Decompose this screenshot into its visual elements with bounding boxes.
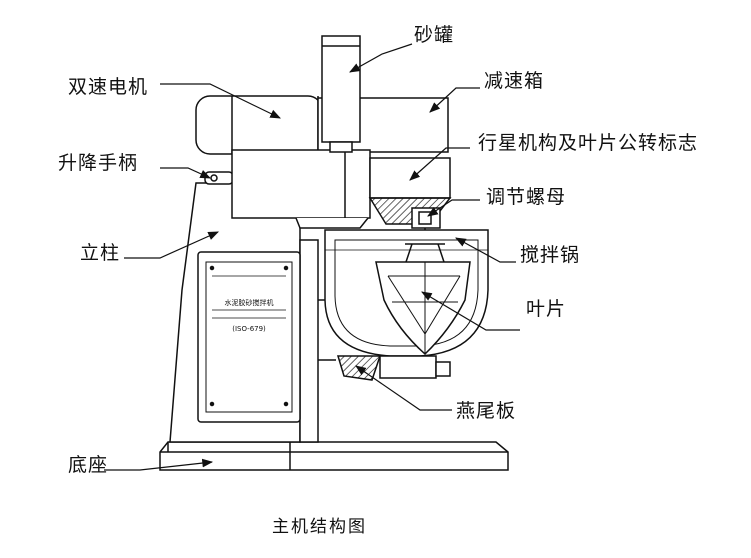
gearbox: [231, 97, 451, 229]
label-dovetail-plate: 燕尾板: [456, 400, 517, 422]
label-mixing-bowl: 搅拌锅: [520, 244, 581, 266]
leader-blade: [421, 291, 520, 331]
leader-sand-tank: [349, 43, 413, 73]
base-plate: [159, 441, 509, 471]
leader-gearbox: [429, 87, 480, 113]
label-column: 立柱: [80, 242, 121, 264]
label-base: 底座: [68, 454, 109, 476]
leader-planetary: [409, 147, 470, 181]
leader-base: [104, 458, 214, 471]
leader-adjust-nut: [427, 199, 480, 217]
label-lift-handle: 升降手柄: [58, 152, 139, 174]
nameplate: [197, 251, 301, 423]
leader-motor: [160, 83, 281, 119]
dovetail-plate: [336, 355, 451, 381]
sand-tank: [321, 35, 361, 153]
label-dual-speed-motor: 双速电机: [68, 76, 149, 98]
label-gearbox: 减速箱: [484, 70, 545, 92]
leader-dovetail: [355, 365, 452, 411]
mixing-blade: [375, 243, 471, 356]
figure-caption: 主机结构图: [272, 517, 367, 537]
label-blade: 叶片: [526, 298, 567, 320]
label-adjust-nut: 调节螺母: [486, 186, 567, 208]
leader-column: [124, 231, 219, 259]
nameplate-line1: 水泥胶砂搅拌机: [225, 298, 274, 307]
nameplate-line2: (ISO-679): [232, 325, 266, 333]
dual-speed-motor: [195, 95, 323, 155]
label-planetary-mark: 行星机构及叶片公转标志: [478, 132, 699, 154]
leader-bowl: [455, 237, 516, 263]
label-sand-tank: 砂罐: [414, 24, 455, 46]
leader-lift-handle: [160, 167, 211, 179]
leader-lines: [104, 43, 520, 471]
